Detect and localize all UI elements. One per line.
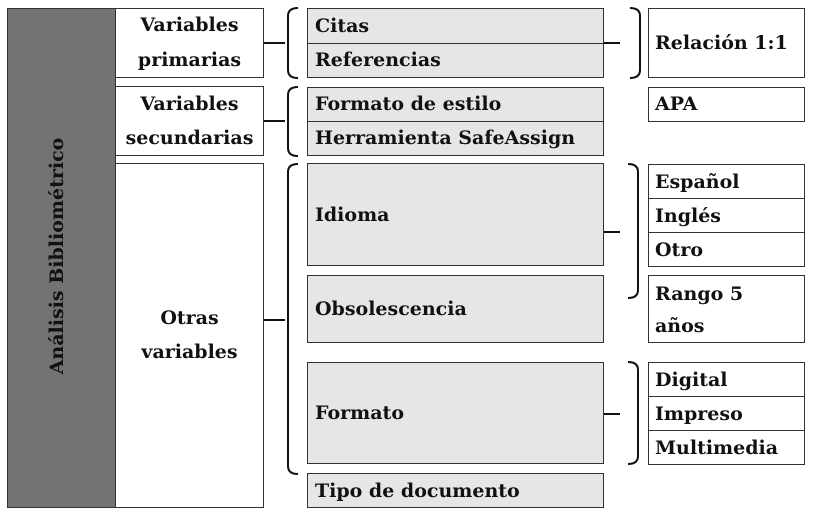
val-relacion-box [648,8,805,78]
var-tipo-documento-label: Tipo de documento [315,480,520,502]
group-otras-line2: variables [141,341,238,363]
val-apa-box [648,87,805,122]
group-primarias-line2: primarias [137,49,242,71]
val-rango-line2: años [655,315,705,337]
var-referencias-label: Referencias [315,49,441,71]
val-impreso-box [648,396,805,431]
root-box [7,8,116,508]
group-secundarias-line2: secundarias [125,127,254,149]
var-obsolescencia-label: Obsolescencia [315,298,467,320]
group-primarias-line1: Variables [140,14,239,36]
val-impreso-label: Impreso [655,403,743,425]
group-otras-line1: Otras [160,307,219,329]
val-multimedia-label: Multimedia [655,437,779,459]
val-ingles-label: Inglés [655,205,721,227]
val-apa-label: APA [655,93,698,115]
group-secundarias-line1: Variables [140,93,239,115]
var-safeassign-label: Herramienta SafeAssign [315,127,576,149]
val-digital-label: Digital [655,369,728,391]
var-obsolescencia-box [307,275,604,343]
var-formato-estilo-label: Formato de estilo [315,93,502,115]
var-formato-box [307,362,604,464]
bracket-primarias [264,7,299,79]
var-idioma-label: Idioma [315,204,390,226]
var-referencias-box [307,43,604,78]
bracket-idioma [604,163,639,299]
bracket-otras [264,163,299,475]
val-espanol-label: Español [655,171,740,193]
val-relacion-label: Relación 1:1 [655,32,788,54]
var-idioma-box [307,163,604,266]
val-digital-box [648,362,805,397]
val-rango-line1: Rango 5 [655,283,744,305]
var-safeassign-box [307,121,604,156]
bracket-secundarias [264,86,299,157]
var-formato-label: Formato [315,402,404,424]
group-primarias-box [115,8,264,78]
bracket-relacion [604,7,641,79]
val-rango-box [648,275,805,343]
group-secundarias-box [115,86,264,156]
val-otro-label: Otro [655,239,704,261]
val-multimedia-box [648,430,805,465]
val-otro-box [648,232,805,267]
var-citas-box [307,8,604,44]
val-ingles-box [648,198,805,233]
var-tipo-documento-box [307,473,604,508]
var-citas-label: Citas [315,15,370,37]
bracket-formato [604,361,639,465]
val-espanol-box [648,164,805,199]
group-otras-box [115,163,264,508]
